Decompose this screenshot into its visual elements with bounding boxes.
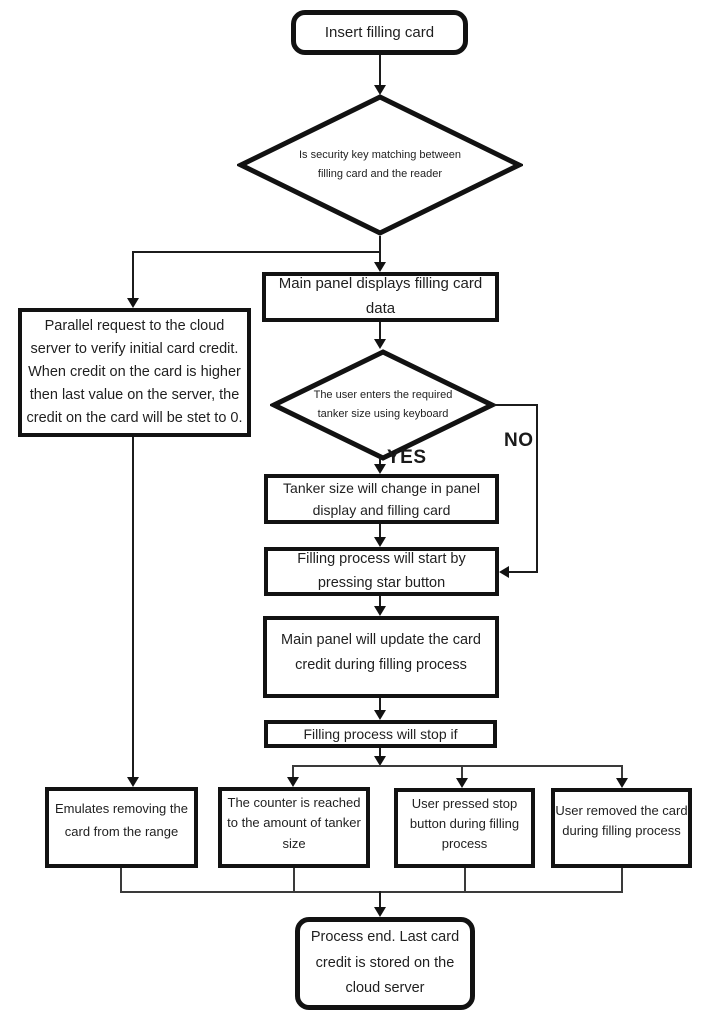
connector xyxy=(120,891,623,893)
arrowhead-down xyxy=(374,464,386,474)
node-filling-process-start: Filling process will start by pressing s… xyxy=(264,547,499,596)
arrowhead-down xyxy=(287,777,299,787)
connector xyxy=(292,765,623,767)
node-user-removed-card: User removed the card during filling pro… xyxy=(551,788,692,868)
node-end-terminator: Process end. Last card credit is stored … xyxy=(295,917,475,1010)
arrowhead-down xyxy=(374,537,386,547)
node-parallel-cloud-request: Parallel request to the cloud server to … xyxy=(18,308,251,437)
arrowhead-down xyxy=(374,756,386,766)
node-main-panel-display: Main panel displays filling card data xyxy=(262,272,499,322)
connector xyxy=(379,596,381,608)
connector xyxy=(536,404,538,573)
edge-label-yes: YES xyxy=(387,447,427,468)
node-emulate-card-removal: Emulates removing the card from the rang… xyxy=(45,787,198,868)
arrowhead-down xyxy=(374,710,386,720)
connector xyxy=(379,55,381,87)
arrowhead-down xyxy=(374,339,386,349)
node-counter-reached: The counter is reached to the amount of … xyxy=(218,787,370,868)
arrowhead-down xyxy=(456,778,468,788)
diamond-shape xyxy=(270,349,496,461)
arrowhead-down xyxy=(127,298,139,308)
connector xyxy=(293,868,295,893)
node-decision-security-key: Is security key matching between filling… xyxy=(237,94,523,236)
arrowhead-left xyxy=(499,566,509,578)
edge-label-no: NO xyxy=(504,430,534,451)
arrowhead-down xyxy=(374,85,386,95)
connector xyxy=(292,765,294,779)
connector xyxy=(379,891,381,908)
connector xyxy=(379,236,381,253)
connector xyxy=(379,698,381,711)
connector xyxy=(621,868,623,893)
connector xyxy=(132,251,134,299)
node-decision-tanker-size-entry: The user enters the required tanker size… xyxy=(270,349,496,461)
connector xyxy=(132,437,134,779)
connector xyxy=(120,868,122,893)
arrowhead-down xyxy=(374,262,386,272)
connector xyxy=(379,524,381,539)
arrowhead-down xyxy=(374,606,386,616)
node-user-pressed-stop: User pressed stop button during filling … xyxy=(394,788,535,868)
node-start-terminator: Insert filling card xyxy=(291,10,468,55)
connector xyxy=(379,748,381,756)
arrowhead-down xyxy=(374,907,386,917)
node-tanker-size-change: Tanker size will change in panel display… xyxy=(264,474,499,524)
connector xyxy=(379,458,381,466)
connector xyxy=(508,571,538,573)
connector xyxy=(494,404,538,406)
node-panel-credit-update: Main panel will update the card credit d… xyxy=(263,616,499,698)
decision-text: The user enters the required tanker size… xyxy=(313,389,453,420)
arrowhead-down xyxy=(127,777,139,787)
connector xyxy=(132,251,381,253)
connector xyxy=(621,765,623,780)
decision-text: Is security key matching between filling… xyxy=(298,149,462,180)
diamond-shape xyxy=(237,94,523,236)
arrowhead-down xyxy=(616,778,628,788)
connector xyxy=(379,253,381,263)
node-filling-process-stop: Filling process will stop if xyxy=(264,720,497,748)
connector xyxy=(461,765,463,780)
connector xyxy=(464,868,466,893)
connector xyxy=(379,322,381,340)
